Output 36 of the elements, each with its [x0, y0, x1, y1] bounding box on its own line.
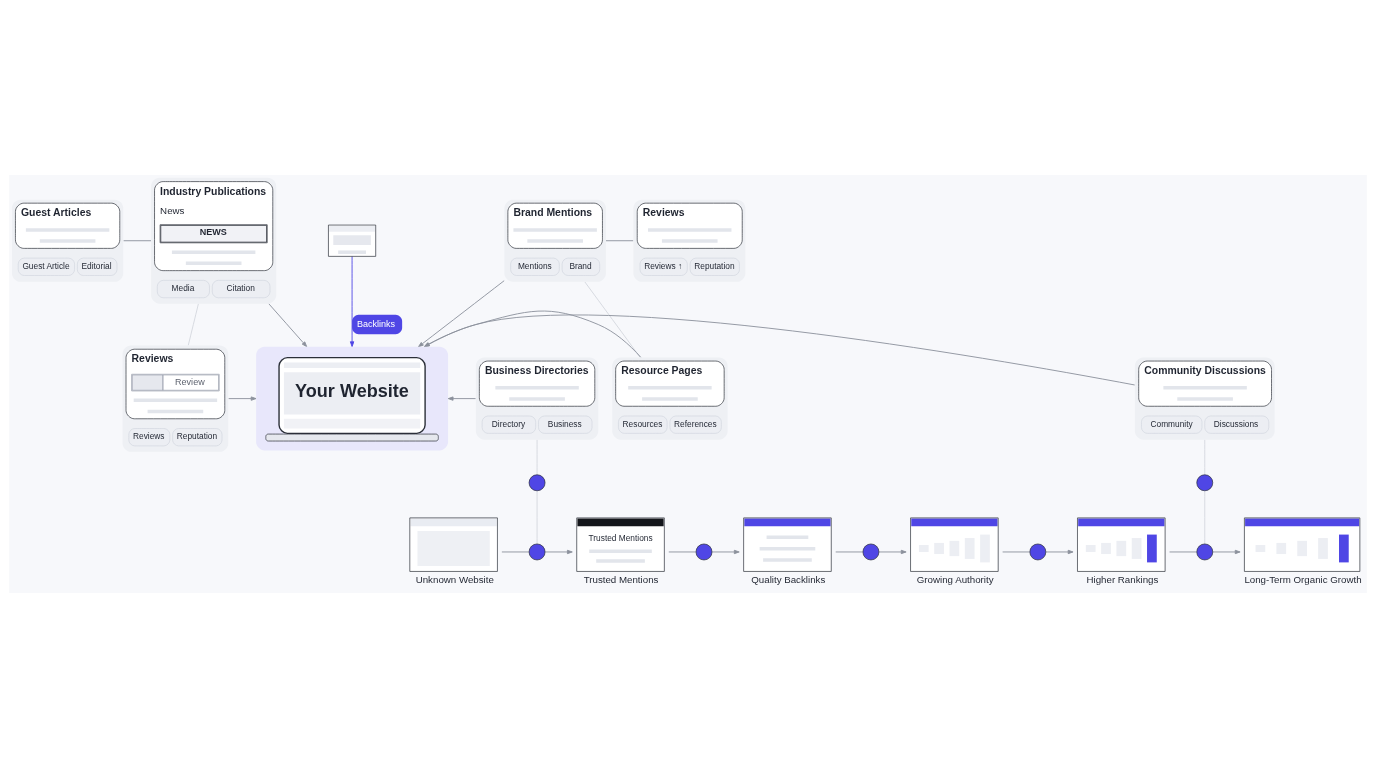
arrow	[1212, 549, 1241, 555]
connector	[187, 303, 199, 346]
arrow	[423, 310, 642, 358]
arrow	[418, 280, 505, 348]
arrow	[268, 303, 308, 348]
node-circle	[528, 543, 546, 561]
node-label: Quality Backlinks	[751, 574, 826, 586]
node-circle	[528, 474, 546, 492]
connector	[1169, 551, 1197, 553]
node-circle	[1196, 543, 1214, 561]
connector	[835, 551, 864, 553]
node-label: Growing Authority	[916, 574, 994, 586]
node-circle	[695, 543, 713, 561]
node-label: Long-Term Organic Growth	[1244, 574, 1362, 586]
node-label: Trusted Mentions	[583, 574, 659, 586]
node-circle	[1196, 474, 1214, 492]
node-circle	[1029, 543, 1047, 561]
arrow	[423, 314, 1136, 386]
arrow	[228, 396, 257, 401]
node-label: Higher Rankings	[1086, 574, 1159, 586]
arrow	[349, 255, 355, 348]
edge-label: Backlinks	[356, 318, 396, 329]
node-circle	[862, 543, 880, 561]
connector	[605, 240, 634, 242]
arrow	[544, 549, 573, 555]
connector	[584, 281, 641, 358]
arrow	[1045, 549, 1074, 555]
node-label: Unknown Website	[415, 574, 494, 586]
connector	[501, 551, 530, 553]
connector	[1002, 551, 1031, 553]
arrow	[878, 549, 907, 555]
arrow	[711, 549, 740, 555]
node-box: Your Website	[256, 346, 449, 451]
arrow	[447, 396, 477, 401]
connector	[668, 551, 697, 553]
connector	[123, 240, 152, 242]
